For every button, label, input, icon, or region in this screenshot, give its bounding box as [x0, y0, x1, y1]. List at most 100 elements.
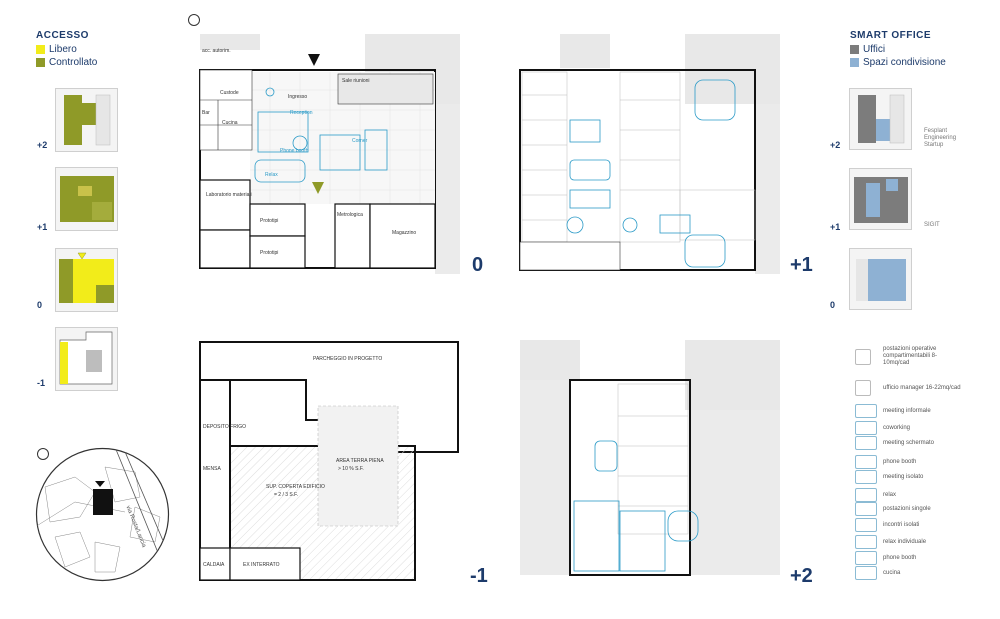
plan-second-floor [520, 340, 780, 576]
first-floor-blue-furniture [566, 79, 736, 268]
key-item-label: postazioni singole [883, 505, 931, 512]
access-level-0: 0 [37, 300, 43, 310]
key-item-label: meeting schermato [883, 439, 935, 446]
key-item: coworking [855, 421, 963, 435]
legend-uffici: Uffici [850, 43, 946, 56]
key-item: relax individuale [855, 535, 963, 549]
label-sup-coperta-note: = 2 / 3 S.F. [274, 492, 298, 498]
meeting-rooms-block [337, 73, 434, 105]
access-thumb-0 [55, 248, 118, 312]
key-item: meeting schermato [855, 436, 963, 450]
metrology-room [334, 203, 371, 269]
first-floor-outline [519, 69, 756, 271]
second-floor-blue-furniture [573, 440, 699, 572]
office-level-plus2: +2 [830, 140, 841, 150]
label-metrologica: Metrologica [337, 212, 363, 218]
second-floor-outline [569, 379, 691, 576]
meeting-informal-icon [855, 404, 877, 418]
note-plus2: Fesplant Engineering Startup [924, 128, 957, 148]
key-item: relax [855, 488, 963, 502]
label-custode: Custode [220, 90, 239, 96]
uffici-swatch [850, 45, 859, 54]
key-item: postazioni singole [855, 502, 963, 516]
key-item-label: meeting informale [883, 407, 931, 414]
key-item-label: relax individuale [883, 538, 927, 545]
label-mensa: MENSA [203, 466, 221, 472]
accesso-title: ACCESSO [36, 30, 89, 41]
label-caldaia: CALDAIA [203, 562, 225, 568]
label-magazzino: Magazzino [392, 230, 416, 236]
label-deposito: DEPOSITO FRIGO [203, 424, 246, 430]
label-sup-coperta: SUP. COPERTA EDIFICIO [266, 484, 325, 490]
legend-spazi: Spazi condivisione [850, 56, 946, 69]
single-desk-icon [855, 502, 877, 516]
label-bar: Bar [202, 110, 210, 116]
relax-icon [855, 488, 877, 502]
key-item-label: meeting isolato [883, 473, 924, 480]
context-street-e [435, 104, 460, 274]
plan-level-0: 0 [472, 254, 484, 276]
label-laboratorio: Laboratorio materiali [206, 192, 252, 198]
north-arrow-icon [188, 14, 200, 26]
access-thumb-plus1 [55, 167, 118, 231]
office-thumb-plus2 [849, 88, 912, 150]
office-thumb-plus2-plan [858, 94, 905, 144]
plan-level-plus2: +2 [790, 565, 813, 587]
label-cucina: Cucina [222, 120, 238, 126]
label-ingresso: Ingresso [288, 94, 307, 100]
key-item-label: postazioni operative compartimentabili 8… [883, 346, 938, 366]
key-item: phone booth [855, 455, 963, 469]
key-item-label: incontri isolati [883, 521, 920, 528]
key-item-label: ufficio manager 16-22mq/cad [883, 384, 961, 391]
legend-spazi-label: Spazi condivisione [863, 57, 946, 68]
kitchen-icon [855, 566, 877, 580]
meeting-isolated-icon [855, 470, 877, 484]
label-autorimessa: acc. autorim. [202, 48, 231, 54]
relax-individual-icon [855, 535, 877, 549]
access-thumb-plus2-plan [64, 94, 111, 146]
label-phone-booth: Phone booth [280, 148, 309, 154]
office-level-0: 0 [830, 300, 836, 310]
label-ex-interrato: EX INTERRATO [243, 562, 280, 568]
legend-libero-label: Libero [49, 44, 77, 55]
accesso-legend: Libero Controllato [36, 43, 97, 69]
access-level-minus1: -1 [37, 378, 46, 388]
access-thumb-plus1-plan [60, 176, 114, 222]
access-thumb-minus1 [55, 327, 118, 391]
plan-level-minus1: -1 [470, 565, 488, 587]
key-item: postazioni operative compartimentabili 8… [855, 346, 963, 367]
coworking-icon [855, 421, 877, 435]
plan-level-plus1: +1 [790, 254, 813, 276]
legend-controllato: Controllato [36, 56, 97, 69]
access-thumb-plus2 [55, 88, 118, 152]
controllato-swatch [36, 58, 45, 67]
office-thumb-0-plan [856, 259, 906, 301]
workstation-icon [855, 348, 871, 365]
smart-office-title: SMART OFFICE [850, 30, 931, 41]
location-map [35, 447, 170, 582]
label-prototipi-2: Prototipi [260, 250, 278, 256]
soil-area [317, 405, 399, 527]
note-plus1: SIGIT [924, 222, 940, 228]
phone-booth-icon [855, 455, 877, 469]
label-prototipi-1: Prototipi [260, 218, 278, 224]
key-item-label: phone booth [883, 458, 917, 465]
label-parcheggio: PARCHEGGIO IN PROGETTO [313, 356, 382, 362]
service-strip [199, 69, 253, 151]
key-item: meeting isolato [855, 470, 963, 484]
legend-controllato-label: Controllato [49, 57, 98, 68]
ground-blue-furniture [254, 87, 388, 183]
key-item: incontri isolati [855, 518, 963, 532]
office-level-plus1: +1 [830, 222, 841, 232]
label-sala-riunioni: Sale riunioni [342, 78, 370, 84]
label-relax: Relax [265, 172, 278, 178]
smart-office-legend: Uffici Spazi condivisione [850, 43, 946, 69]
key-item: ufficio manager 16-22mq/cad [855, 380, 963, 396]
access-level-plus1: +1 [37, 222, 48, 232]
legend-uffici-label: Uffici [863, 44, 886, 55]
prototype-room-1 [249, 203, 306, 237]
office-thumb-plus1-plan [854, 177, 908, 223]
spazi-swatch [850, 58, 859, 67]
plan-first-floor [519, 34, 780, 274]
context-block-nw [200, 34, 260, 50]
